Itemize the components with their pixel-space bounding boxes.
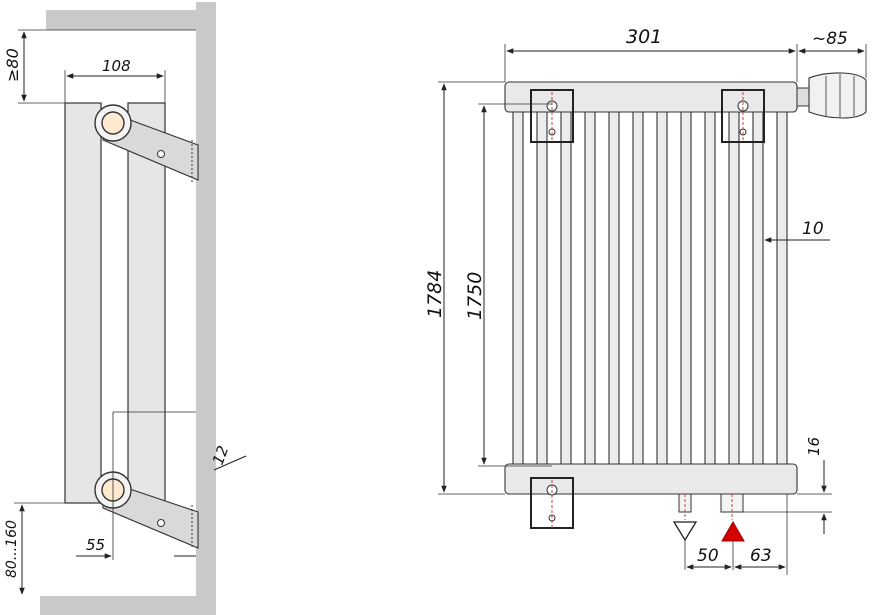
wall — [196, 2, 216, 412]
triangle-down-outline-icon — [672, 521, 698, 542]
dim-outlet-offset: 63 — [750, 546, 772, 566]
dim-bottom-clearance: 80...160 — [4, 520, 20, 578]
radiator-front-panel — [64, 102, 102, 504]
ceiling-wall — [46, 10, 214, 30]
dim-height-axis: 1750 — [464, 272, 486, 320]
bottom-connectors — [678, 493, 744, 520]
dim-column: 10 — [802, 219, 824, 239]
dim-inlet-offset: 50 — [697, 546, 719, 566]
wall-lower — [196, 412, 216, 612]
floor — [40, 596, 216, 615]
front-bottom-bracket — [530, 477, 574, 529]
dim-height-total: 1784 — [424, 270, 446, 318]
dim-bottom: 16 — [805, 437, 823, 456]
dim-width: 301 — [626, 26, 662, 48]
front-view: 301 ~85 1784 1750 10 16 50 63 — [424, 26, 867, 575]
triangle-up-red-icon — [721, 521, 745, 542]
radiator-columns — [512, 87, 788, 493]
radiator-back-panel — [127, 102, 166, 504]
front-top-bracket-right — [721, 89, 765, 143]
dim-valve: ~85 — [812, 29, 848, 49]
side-view: ≥80 108 55 80...160 12 — [3, 2, 247, 615]
dim-gap: 12 — [209, 443, 232, 467]
dim-top-clearance: ≥80 — [3, 48, 22, 82]
bottom-collector — [504, 463, 798, 495]
bottom-bracket — [94, 471, 199, 549]
thermostatic-valve-icon — [796, 72, 867, 119]
dim-offset: 55 — [86, 536, 105, 554]
front-top-bracket-left — [530, 89, 574, 143]
top-bracket — [94, 104, 199, 182]
dim-depth: 108 — [102, 57, 131, 75]
